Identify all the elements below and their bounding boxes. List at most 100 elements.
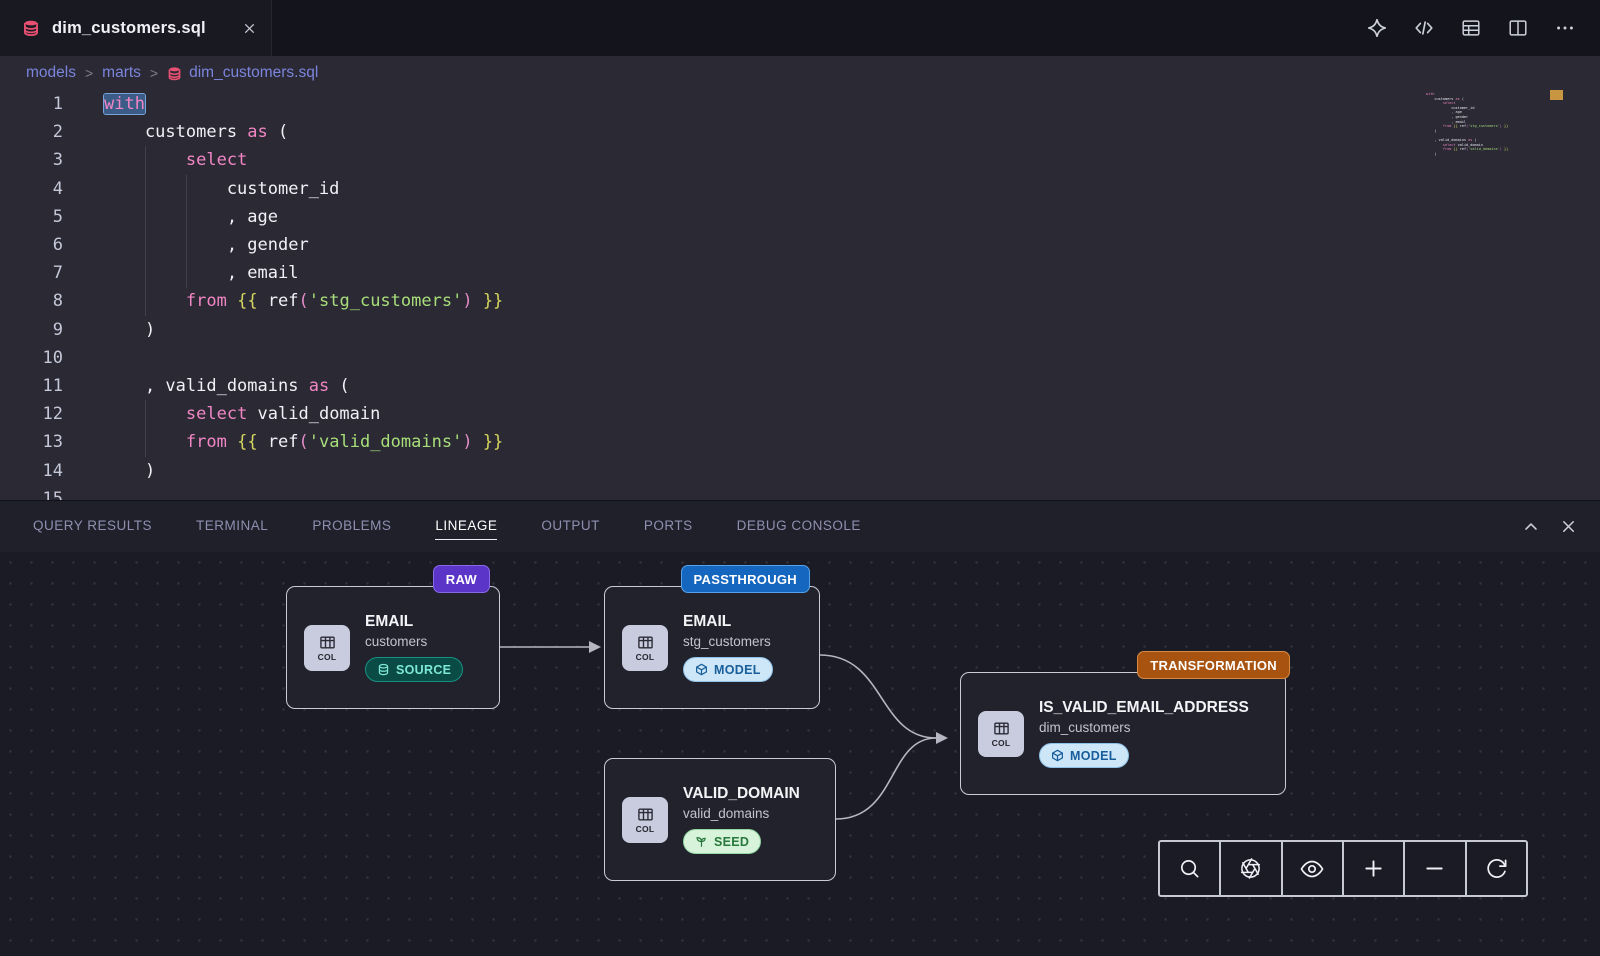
- code-line[interactable]: 8 from {{ ref('stg_customers') }}: [0, 287, 1600, 315]
- node-badge-transformation: TRANSFORMATION: [1137, 651, 1290, 679]
- code-line[interactable]: 5 , age: [0, 203, 1600, 231]
- database-icon: [167, 66, 182, 81]
- code-line[interactable]: 3 select: [0, 146, 1600, 174]
- minimap[interactable]: with customers as ( select customer_id ,…: [1426, 92, 1509, 156]
- line-number: 1: [52, 94, 63, 114]
- breadcrumb: models > marts > dim_customers.sql: [0, 56, 1600, 90]
- line-number: 10: [42, 347, 63, 368]
- node-subtitle: stg_customers: [683, 634, 771, 649]
- overview-ruler-marker: [1550, 90, 1563, 100]
- line-number: 12: [42, 404, 63, 425]
- line-number: 8: [52, 291, 63, 312]
- panel-tab-bar: QUERY RESULTS TERMINAL PROBLEMS LINEAGE OUTP…: [0, 500, 1600, 552]
- node-chip-source[interactable]: SOURCE: [365, 657, 464, 682]
- four-point-star-icon[interactable]: [1364, 15, 1390, 41]
- panel-tab-debug-console[interactable]: DEBUG CONSOLE: [736, 517, 861, 533]
- indent-guide: [145, 400, 146, 457]
- zoom-out-icon[interactable]: [1405, 842, 1467, 895]
- code-line[interactable]: 7 , email: [0, 259, 1600, 287]
- breadcrumb-item-file[interactable]: dim_customers.sql: [167, 64, 318, 82]
- zoom-in-icon[interactable]: [1344, 842, 1406, 895]
- code-icon[interactable]: [1411, 15, 1437, 41]
- close-tab-icon[interactable]: [242, 21, 257, 36]
- eye-icon[interactable]: [1283, 842, 1344, 895]
- line-number: 5: [52, 206, 63, 227]
- code-line[interactable]: 4 customer_id: [0, 175, 1600, 203]
- node-title: IS_VALID_EMAIL_ADDRESS: [1039, 699, 1249, 716]
- lineage-edges: [500, 641, 948, 820]
- node-title: EMAIL: [365, 613, 414, 630]
- line-number: 6: [52, 235, 63, 256]
- panel-tabs: QUERY RESULTS TERMINAL PROBLEMS LINEAGE OUTP…: [33, 518, 861, 540]
- code-line[interactable]: 9 ): [0, 316, 1600, 344]
- node-subtitle: dim_customers: [1039, 720, 1131, 735]
- breadcrumb-separator: >: [84, 65, 94, 81]
- panel-tab-problems[interactable]: PROBLEMS: [312, 517, 392, 533]
- node-chip-model[interactable]: MODEL: [1039, 743, 1129, 768]
- indent-guide: [186, 175, 187, 288]
- node-subtitle: customers: [365, 634, 428, 649]
- chevron-up-icon[interactable]: [1521, 517, 1541, 537]
- editor-actions: [1364, 0, 1600, 56]
- cube-icon: [696, 663, 707, 676]
- node-chip-seed[interactable]: SEED: [683, 829, 762, 854]
- code-line[interactable]: 14 ): [0, 457, 1600, 485]
- more-icon[interactable]: [1552, 15, 1578, 41]
- code-line[interactable]: 12 select valid_domain: [0, 400, 1600, 428]
- column-icon: COL: [304, 624, 350, 671]
- panel-tab-terminal[interactable]: TERMINAL: [196, 517, 269, 533]
- column-icon: COL: [978, 710, 1024, 757]
- code-line[interactable]: 11 , valid_domains as (: [0, 372, 1600, 400]
- database-icon: [22, 19, 40, 37]
- refresh-icon[interactable]: [1467, 842, 1526, 895]
- close-icon[interactable]: [1559, 517, 1578, 536]
- panel-tab-query-results[interactable]: QUERY RESULTS: [33, 517, 153, 533]
- table-icon[interactable]: [1458, 15, 1484, 41]
- line-number: 2: [52, 122, 63, 143]
- line-number: 15: [42, 488, 63, 500]
- columns-icon: [637, 807, 653, 821]
- node-subtitle: valid_domains: [683, 806, 770, 821]
- seedling-icon: [696, 836, 706, 847]
- panel-tab-lineage[interactable]: LINEAGE: [435, 518, 498, 540]
- breadcrumb-separator: >: [149, 65, 159, 81]
- line-number: 11: [42, 376, 63, 397]
- search-icon[interactable]: [1160, 842, 1222, 895]
- node-title: EMAIL: [683, 613, 732, 630]
- editor-tab-dim-customers[interactable]: dim_customers.sql: [0, 0, 272, 56]
- node-badge-raw: RAW: [432, 565, 490, 593]
- indent-guide: [145, 146, 146, 316]
- line-number: 9: [52, 319, 63, 340]
- code-line[interactable]: 15: [0, 485, 1600, 500]
- panel-tab-output[interactable]: OUTPUT: [541, 517, 600, 533]
- breadcrumb-item-models[interactable]: models: [26, 64, 76, 81]
- editor-tab-bar: dim_customers.sql: [0, 0, 1600, 56]
- breadcrumb-item-marts[interactable]: marts: [102, 64, 141, 81]
- database-icon: [378, 663, 389, 676]
- code-line[interactable]: 6 , gender: [0, 231, 1600, 259]
- code-line[interactable]: 13 from {{ ref('valid_domains') }}: [0, 428, 1600, 456]
- code-line[interactable]: 2 customers as (: [0, 118, 1600, 146]
- aperture-icon[interactable]: [1221, 842, 1283, 895]
- editor-tab-title: dim_customers.sql: [52, 18, 206, 37]
- code-line[interactable]: 10: [0, 344, 1600, 372]
- split-editor-icon[interactable]: [1505, 15, 1531, 41]
- panel-tab-ports[interactable]: PORTS: [643, 517, 693, 533]
- node-chip-model[interactable]: MODEL: [683, 657, 773, 682]
- cube-icon: [1052, 749, 1063, 762]
- column-icon: COL: [622, 796, 668, 843]
- node-badge-passthrough: PASSTHROUGH: [680, 565, 810, 593]
- line-number: 14: [42, 460, 63, 481]
- column-icon: COL: [622, 624, 668, 671]
- lineage-toolbar: [1158, 840, 1528, 897]
